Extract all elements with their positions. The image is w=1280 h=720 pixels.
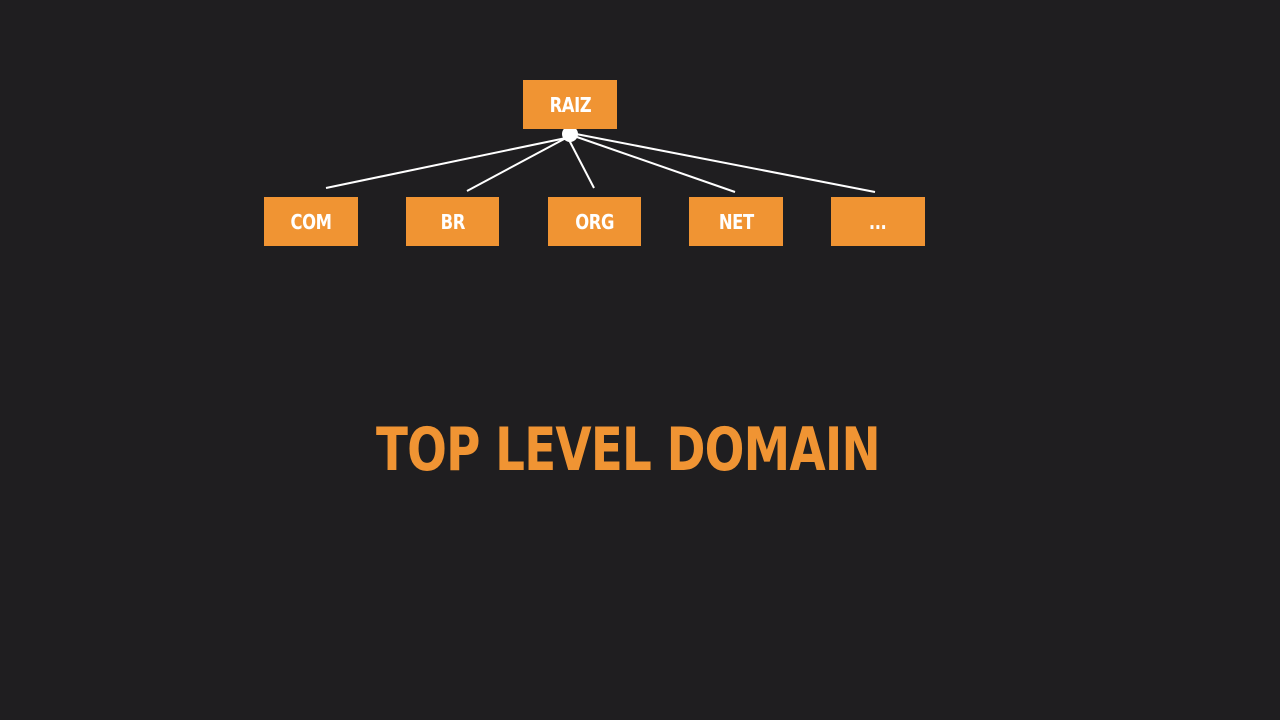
tld-node-label: COM <box>290 209 332 234</box>
tld-node-br: BR <box>406 197 499 246</box>
tld-node-more: ... <box>831 197 925 246</box>
root-node: RAIZ <box>523 80 617 129</box>
tld-node-label: ORG <box>575 209 614 234</box>
connector-com <box>325 137 567 189</box>
tld-node-com: COM <box>264 197 358 246</box>
connector-net <box>573 135 736 193</box>
tld-node-label: ... <box>869 209 887 234</box>
root-node-label: RAIZ <box>549 92 591 117</box>
tld-node-net: NET <box>689 197 783 246</box>
connector-more <box>575 133 876 193</box>
slide-title: TOP LEVEL DOMAIN <box>376 415 881 485</box>
connector-br <box>466 137 567 192</box>
connector-org <box>567 137 595 189</box>
tld-node-label: NET <box>718 209 754 234</box>
tld-node-org: ORG <box>548 197 641 246</box>
tld-node-label: BR <box>440 209 465 234</box>
